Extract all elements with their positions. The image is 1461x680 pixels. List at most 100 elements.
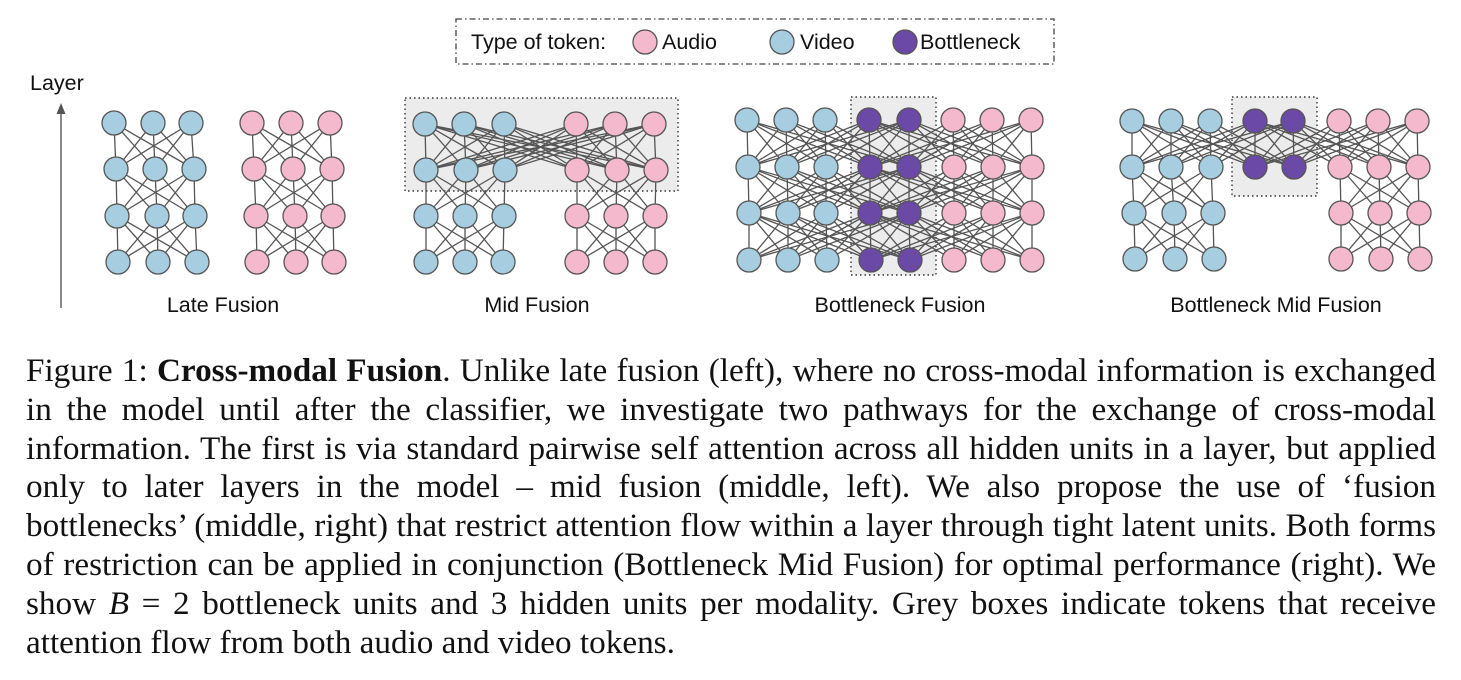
video-token [1119,108,1145,134]
bottleneck-token [856,107,882,133]
attention-edge [425,169,506,217]
attention-edge [117,215,196,263]
attention-edge [747,119,826,168]
audio-token [980,200,1006,226]
audio-token [564,203,590,229]
attention-edge [1339,120,1418,168]
video-token [413,249,439,275]
layer-axis-arrowhead [56,103,66,114]
video-token [103,156,129,182]
video-token [1158,154,1184,180]
audio-token [564,157,590,183]
panel-title-bottleneck-mid-fusion: Bottleneck Mid Fusion [1170,293,1382,317]
video-token [1197,108,1223,134]
attention-edge [825,166,910,214]
video-token [453,157,479,183]
video-token [1200,200,1226,226]
attention-edge [1131,120,1211,168]
attention-edge [1254,120,1340,168]
video-token [182,203,208,229]
bottleneck-token [1242,154,1268,180]
attention-edge [1133,166,1212,214]
figure-caption: Figure 1: Cross-modal Fusion. Unlike lat… [26,352,1436,662]
audio-token [641,111,667,137]
audio-token [980,154,1006,180]
legend-video-swatch [769,29,795,55]
attention-edge [425,123,577,171]
video-token [492,157,518,183]
legend-title: Type of token: [471,30,606,54]
attention-edge [748,212,827,261]
audio-token [603,203,629,229]
video-token [142,156,168,182]
video-token [490,249,516,275]
attention-edge [953,119,1032,168]
attention-edge [870,212,1033,261]
video-token [184,249,210,275]
attention-edge [748,166,871,214]
audio-token [282,203,308,229]
video-token [775,247,801,273]
fusion-diagram: Type of token: Audio Video Bottleneck La… [30,18,1433,317]
panel-title-mid-fusion: Mid Fusion [484,293,589,317]
audio-token [941,154,967,180]
audio-token [1368,246,1394,272]
legend: Type of token: Audio Video Bottleneck [455,18,1055,65]
audio-token [321,249,347,275]
attention-edge [504,123,655,171]
audio-token [980,247,1006,273]
audio-token [642,249,668,275]
audio-token [1405,154,1431,180]
audio-token [1328,200,1354,226]
video-token [813,200,839,226]
bottleneck-token [857,154,883,180]
video-token [144,203,170,229]
video-token [735,154,761,180]
audio-token [1019,154,1045,180]
audio-token [603,249,629,275]
video-token [452,203,478,229]
video-token [413,157,439,183]
video-token [814,247,840,273]
audio-token [244,249,270,275]
attention-edge [255,168,333,217]
audio-token [1407,246,1433,272]
attention-edge [869,166,955,214]
video-token [104,203,130,229]
video-token [1201,246,1227,272]
video-token [1121,200,1147,226]
attention-edge [787,166,910,214]
attention-edge [787,212,910,261]
legend-audio-swatch [632,29,658,55]
attention-edge [748,212,910,261]
layer-axis: Layer [30,71,84,308]
attention-edge [870,212,994,261]
attention-edge [1254,120,1418,168]
attention-edge [576,169,657,217]
attention-edge [253,122,331,170]
video-token [178,110,204,136]
video-token [775,200,801,226]
audio-token [280,156,306,182]
panel-bottleneck-mid-fusion: Bottleneck Mid Fusion [1119,96,1433,317]
video-token [773,107,799,133]
caption-figure-label: Figure 1: [26,352,148,389]
bottleneck-token [858,247,884,273]
audio-token [1327,154,1353,180]
audio-token [1019,200,1045,226]
video-token [105,249,131,275]
attention-edge [869,166,994,214]
audio-token [643,157,669,183]
attention-edge [1170,120,1294,168]
video-token [1198,154,1224,180]
caption-text-part-1: . Unlike late fusion (left), where no cr… [26,352,1436,622]
caption-math-expression: = 2 [128,584,190,622]
caption-text-part-2: bottleneck units and 3 hidden units per … [26,584,1437,661]
audio-token [604,157,630,183]
attention-edge [1131,120,1294,168]
audio-token [1019,247,1045,273]
audio-token [1365,108,1391,134]
attention-edge [1340,212,1420,260]
bottleneck-token [1281,154,1307,180]
audio-token [1366,154,1392,180]
